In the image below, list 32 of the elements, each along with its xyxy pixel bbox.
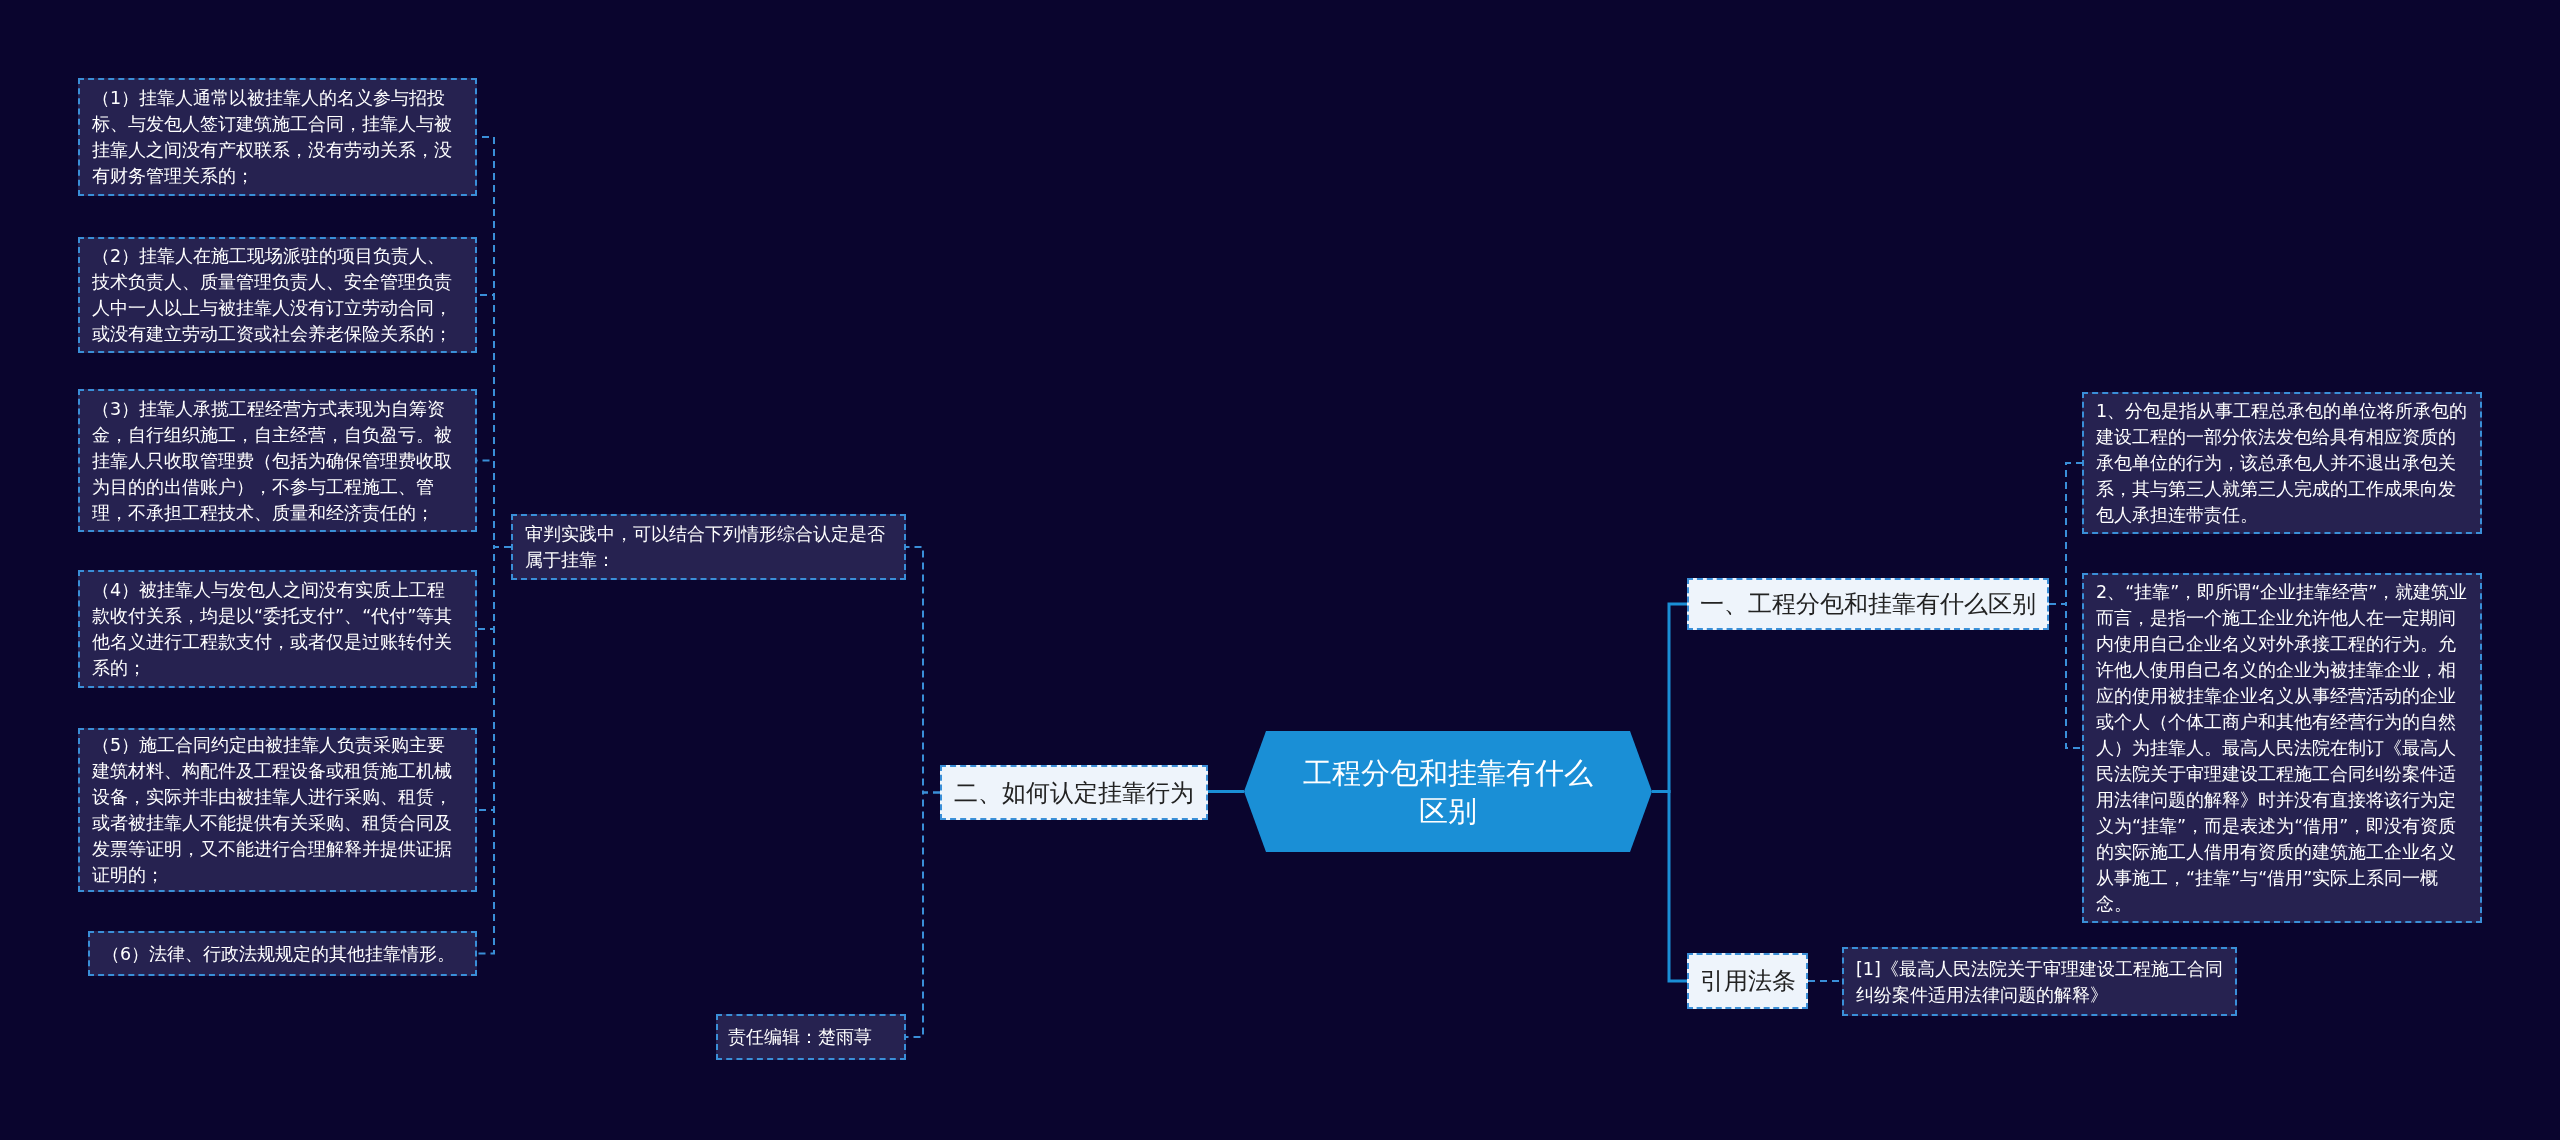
topic-title: 工程分包和挂靠有什么区别 bbox=[1302, 754, 1594, 830]
central-topic bbox=[1244, 731, 1652, 852]
box-text: （3）挂靠人承揽工程经营方式表现为自筹资金，自行组织施工，自主经营，自负盈亏。被挂靠人只收取管理费（包括为确保管理费收取为目的的出借账户），不参与工程施工、管理，不承担工程技术、质量和经济责任的； bbox=[92, 397, 453, 525]
branch-title: 一、工程分包和挂靠有什么区别 bbox=[1700, 589, 2036, 620]
text-box bbox=[78, 728, 477, 892]
text-box bbox=[78, 389, 477, 532]
box-text: 责任编辑：楚雨荨 bbox=[728, 1026, 872, 1049]
text-box bbox=[2082, 392, 2482, 534]
text-box bbox=[511, 514, 906, 580]
connector bbox=[905, 791, 941, 1038]
box-text: 2、“挂靠”，即所谓“企业挂靠经营”，就建筑业而言，是指一个施工企业允许他人在一定期间内使用自己企业名义对外承接工程的行为。允许他人使用自己名义的企业为被挂靠企业，相应的使用被挂靠企业名义从事经营活动的企业或个人（个体工商户和其他有经营行为的自然人）为挂靠人。最高人民法院在制订《最高人民法院关于审理建设工程施工合同纠纷案件适用法律问题的解释》时并没有直接将该行为定义为“挂靠”，而是表述为“借用”，即没有资质的实际施工人借用有资质的建筑施工企业名义从事施工，“挂靠”与“借用”实际上系同一概念。 bbox=[2096, 581, 2468, 916]
box-text: （6）法律、行政法规规定的其他挂靠情形。 bbox=[102, 942, 456, 966]
text-box bbox=[78, 237, 477, 353]
box-text: （1）挂靠人通常以被挂靠人的名义参与招投标、与发包人签订建筑施工合同，挂靠人与被挂靠人之间没有产权联系，没有劳动关系，没有财务管理关系的； bbox=[92, 87, 453, 188]
text-box bbox=[78, 78, 477, 196]
box-text: [1]《最高人民法院关于审理建设工程施工合同纠纷案件适用法律问题的解释》 bbox=[1856, 957, 2223, 1007]
branch-title: 二、如何认定挂靠行为 bbox=[954, 777, 1194, 809]
connector bbox=[2048, 603, 2083, 749]
text-box bbox=[716, 1014, 906, 1060]
text-box bbox=[1842, 947, 2237, 1016]
box-text: （4）被挂靠人与发包人之间没有实质上工程款收付关系，均是以“委托支付”、“代付”等其他名义进行工程款支付，或者仅是过账转付关系的； bbox=[92, 579, 454, 680]
text-box bbox=[88, 931, 477, 976]
branch-box bbox=[940, 765, 1208, 820]
box-text: （5）施工合同约定由被挂靠人负责采购主要建筑材料、构配件及工程设备或租赁施工机械设备，实际并非由被挂靠人进行采购、租赁，或者被挂靠人不能提供有关采购、租赁合同及发票等证明，又不能进行合理解释并提供证据证明的； bbox=[92, 734, 453, 887]
branch-box bbox=[1687, 578, 2049, 630]
connector bbox=[1208, 790, 1244, 793]
branch-box bbox=[1687, 953, 1808, 1009]
box-text: （2）挂靠人在施工现场派驻的项目负责人、技术负责人、质量管理负责人、安全管理负责人中一人以上与被挂靠人没有订立劳动合同，或没有建立劳动工资或社会养老保险关系的； bbox=[92, 245, 453, 346]
box-text: 1、分包是指从事工程总承包的单位将所承包的建设工程的一部分依法发包给具有相应资质的承包单位的行为，该总承包人并不退出承包关系，其与第三人就第三人完成的工作成果向发包人承担连带责任。 bbox=[2096, 400, 2468, 527]
text-box bbox=[78, 570, 477, 688]
box-text: 审判实践中，可以结合下列情形综合认定是否属于挂靠： bbox=[525, 523, 886, 572]
branch-title: 引用法条 bbox=[1699, 966, 1796, 997]
